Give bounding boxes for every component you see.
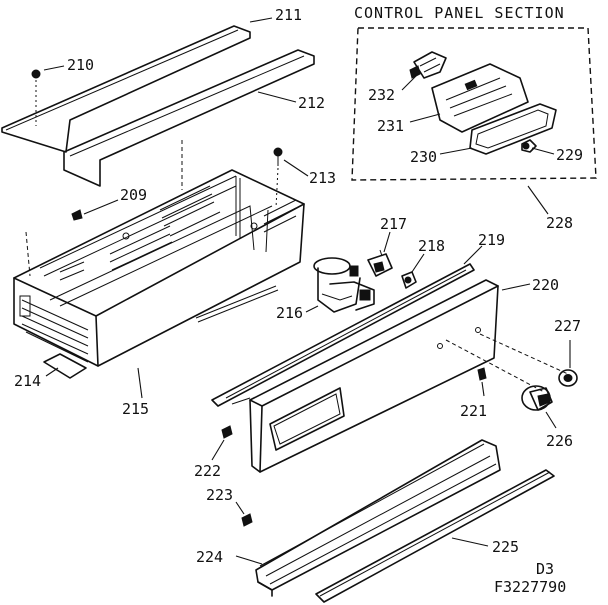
part-229-knob [521,139,537,153]
callout-215: 215 [122,400,149,418]
leader-212 [257,91,297,103]
callout-224: 224 [196,548,223,566]
part-211-top-cover [1,25,251,153]
part-226-knob [521,385,553,411]
part-209-screw [71,199,119,221]
leader-214 [45,367,59,377]
callout-220: 220 [532,276,559,294]
leader-215 [137,367,143,399]
control-panel-section: CONTROL PANEL SECTION 232 231 230 [351,4,597,181]
part-223-screw [235,501,253,527]
callout-210: 210 [67,56,94,74]
part-231-circuit-board [431,63,529,133]
drawing-number: F3227790 [494,578,566,596]
callout-213: 213 [309,169,336,187]
part-220-control-panel [231,279,499,473]
callout-232: 232 [368,86,395,104]
part-224-lower-rail [255,439,501,597]
leader-216 [305,305,319,313]
leader-211 [249,17,273,23]
leader-218 [411,253,425,273]
callout-227: 227 [554,317,581,335]
callout-211: 211 [275,6,302,24]
section-title: CONTROL PANEL SECTION [354,4,565,22]
part-215-housing [13,169,305,367]
callout-223: 223 [206,486,233,504]
leader-225 [451,537,489,547]
callout-228: 228 [546,214,573,232]
leader-231 [409,113,441,123]
part-210-screw [31,65,65,79]
part-217-thermostat [367,249,393,277]
part-214-bottom-plate [43,353,87,379]
part-219-rod [211,263,475,407]
leader-230 [439,147,473,155]
callout-212: 212 [298,94,325,112]
callout-217: 217 [380,215,407,233]
part-216-valve [313,257,375,313]
section-boundary [351,27,597,181]
callout-209: 209 [120,186,147,204]
leader-219 [463,245,483,265]
leader-220 [501,283,531,291]
leader-228 [527,185,549,215]
callout-222: 222 [194,462,221,480]
alignment-line [445,339,545,393]
part-213-screw [273,147,309,177]
callout-229: 229 [556,146,583,164]
part-222-screw [211,425,233,461]
callout-225: 225 [492,538,519,556]
part-225-trim-strip [315,469,555,603]
part-212-trim-strip [63,49,315,187]
callout-218: 218 [418,237,445,255]
drawing-code: D3 [536,560,554,578]
callout-216: 216 [276,304,303,322]
leader-229 [531,147,555,155]
callout-230: 230 [410,148,437,166]
part-221-screw [477,367,487,397]
leader-217 [383,231,391,253]
alignment-line [25,231,31,277]
part-232-bracket [409,51,447,79]
part-218-nut [401,271,417,289]
leader-224 [235,555,263,565]
callout-221: 221 [460,402,487,420]
alignment-line [479,333,569,375]
callout-214: 214 [14,372,41,390]
leader-226 [545,411,557,429]
callout-231: 231 [377,117,404,135]
leader-232 [401,73,419,91]
part-227-knob-cap [558,369,578,387]
callout-226: 226 [546,432,573,450]
dotted-213 [275,167,279,209]
callout-219: 219 [478,231,505,249]
part-230-panel-frame [469,103,557,155]
